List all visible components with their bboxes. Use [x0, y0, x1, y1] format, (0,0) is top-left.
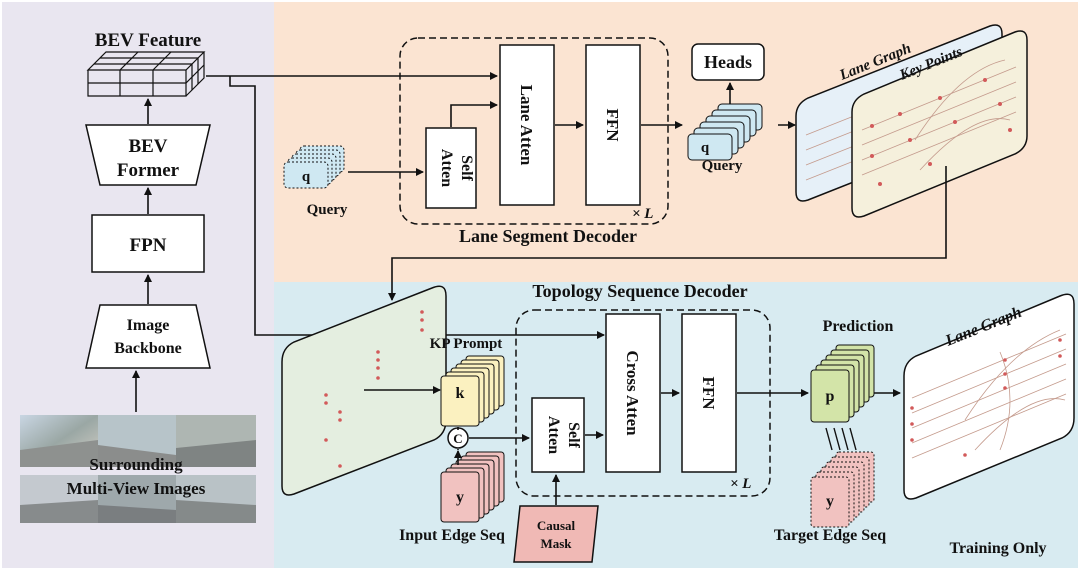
causal-mask-block [513, 505, 599, 563]
supervision-arrows [825, 427, 857, 451]
lane-decoder-title: Lane Segment Decoder [459, 226, 637, 246]
kp-token: k [456, 385, 465, 402]
lane-output-query-stack [687, 103, 763, 161]
bev-feature-grid-icon [86, 51, 206, 97]
topo-self-atten-label-1: Self [565, 422, 582, 448]
heads-label: Heads [704, 52, 752, 72]
lane-decoder-repeat-box [399, 37, 669, 225]
causal-mask-label-1: Causal [537, 518, 576, 533]
backbone-arrows [132, 98, 152, 412]
lane-output-query-label: Query [702, 158, 743, 174]
lane-decoder-repeat: × L [632, 206, 653, 222]
cross-atten-label: Cross Atten [623, 350, 642, 436]
lane-self-atten-block [425, 127, 477, 209]
bev-feature-label: BEV Feature [95, 30, 201, 51]
lane-atten-label: Lane Atten [517, 85, 536, 166]
input-edge-seq-stack [440, 451, 505, 523]
topology-decoder-title: Topology Sequence Decoder [532, 281, 747, 301]
kp-prompt-stack [440, 355, 505, 427]
lane-output-query-token: q [701, 140, 710, 156]
key-points-to-topology-arrow [388, 166, 947, 301]
topology-arrows [454, 389, 901, 505]
lane-atten-block [499, 44, 555, 206]
kp-prompt-label: KP Prompt [430, 336, 503, 352]
prediction-token: p [826, 388, 835, 405]
fpn-label: FPN [130, 235, 167, 256]
bev-former-label-2: Former [117, 160, 180, 181]
output-lane-graph-plane [903, 293, 1075, 500]
concat-label: C [453, 431, 462, 446]
image-backbone-label-2: Backbone [114, 340, 182, 357]
input-y-token: y [456, 489, 464, 506]
prediction-label: Prediction [823, 318, 894, 335]
lane-ffn-block [585, 44, 641, 206]
topology-repeat-box [515, 309, 771, 497]
lane-ffn-label: FFN [603, 108, 622, 142]
key-points-plane [851, 30, 1028, 218]
images-label-2: Multi-View Images [67, 479, 206, 498]
heads-block [691, 43, 765, 81]
topology-repeat: × L [730, 476, 751, 492]
topo-self-atten-block [531, 397, 585, 473]
lane-self-atten-label-2: Atten [438, 149, 455, 187]
image-backbone-label-1: Image [127, 317, 170, 334]
training-only-label: Training Only [949, 540, 1046, 557]
lane-query-token: q [302, 169, 311, 185]
topo-ffn-label: FFN [699, 376, 718, 410]
lane-decoder-arrows [348, 82, 734, 176]
target-edge-seq-label: Target Edge Seq [774, 527, 886, 544]
image-backbone-block [85, 304, 211, 369]
topo-self-atten-label-2: Atten [545, 416, 562, 454]
lane-query-label: Query [307, 202, 348, 218]
lane-query-stack [283, 145, 345, 189]
input-edge-seq-label: Input Edge Seq [399, 527, 505, 544]
topo-ffn-block [681, 313, 737, 473]
cross-atten-block [605, 313, 661, 473]
images-label-1: Surrounding [89, 455, 183, 474]
fpn-block [91, 214, 205, 273]
bev-former-label-1: BEV [128, 136, 167, 157]
target-edge-seq-stack [810, 451, 875, 528]
target-y-token: y [826, 493, 834, 510]
causal-mask-label-2: Mask [540, 536, 572, 551]
prediction-stack [810, 344, 875, 423]
bev-former-block [85, 124, 211, 186]
multi-view-images [20, 415, 256, 523]
lane-self-atten-label-1: Self [458, 155, 475, 181]
